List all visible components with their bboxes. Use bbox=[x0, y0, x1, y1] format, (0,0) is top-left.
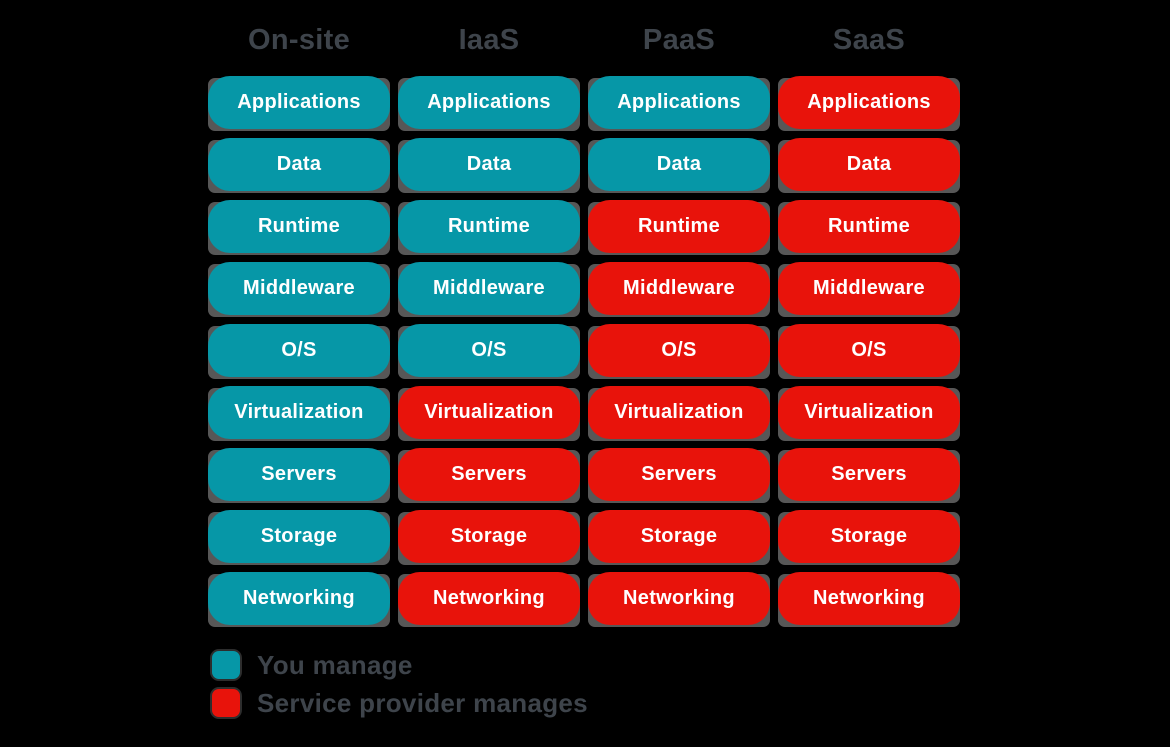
cell-paas-o-s: O/S bbox=[588, 324, 770, 379]
provider-manages-swatch bbox=[212, 689, 240, 717]
cell-saas-middleware: Middleware bbox=[778, 262, 960, 317]
cell-saas-virtualization: Virtualization bbox=[778, 386, 960, 441]
provider-manages-label: Service provider manages bbox=[257, 687, 588, 718]
cell-box-applications: Applications bbox=[588, 76, 770, 129]
cell-paas-servers: Servers bbox=[588, 448, 770, 503]
cell-saas-networking: Networking bbox=[778, 572, 960, 627]
cell-iaas-virtualization: Virtualization bbox=[398, 386, 580, 441]
column-header-on-site: On-site bbox=[248, 24, 350, 56]
cell-on-site-runtime: Runtime bbox=[208, 200, 390, 255]
cell-box-applications: Applications bbox=[398, 76, 580, 129]
cell-box-virtualization: Virtualization bbox=[588, 386, 770, 439]
cell-paas-runtime: Runtime bbox=[588, 200, 770, 255]
cell-on-site-applications: Applications bbox=[208, 76, 390, 131]
cell-box-storage: Storage bbox=[398, 510, 580, 563]
cell-box-applications: Applications bbox=[778, 76, 960, 129]
cell-paas-applications: Applications bbox=[588, 76, 770, 131]
cell-box-middleware: Middleware bbox=[588, 262, 770, 315]
cell-iaas-o-s: O/S bbox=[398, 324, 580, 379]
cell-box-runtime: Runtime bbox=[778, 200, 960, 253]
column-header-saas: SaaS bbox=[832, 24, 906, 56]
column-header-paas: PaaS bbox=[642, 24, 716, 56]
cell-box-servers: Servers bbox=[398, 448, 580, 501]
cell-paas-storage: Storage bbox=[588, 510, 770, 565]
cell-box-storage: Storage bbox=[208, 510, 390, 563]
cell-box-networking: Networking bbox=[778, 572, 960, 625]
cell-box-middleware: Middleware bbox=[398, 262, 580, 315]
cell-paas-networking: Networking bbox=[588, 572, 770, 627]
cell-box-servers: Servers bbox=[778, 448, 960, 501]
cell-box-data: Data bbox=[588, 138, 770, 191]
cell-box-servers: Servers bbox=[208, 448, 390, 501]
cell-box-networking: Networking bbox=[208, 572, 390, 625]
column-headers: On-site IaaS PaaS SaaS bbox=[208, 22, 960, 58]
cell-box-o-s: O/S bbox=[208, 324, 390, 377]
cell-iaas-networking: Networking bbox=[398, 572, 580, 627]
cell-paas-middleware: Middleware bbox=[588, 262, 770, 317]
cell-box-o-s: O/S bbox=[398, 324, 580, 377]
cell-on-site-data: Data bbox=[208, 138, 390, 193]
legend: You manage Service provider manages bbox=[212, 649, 588, 718]
cell-on-site-networking: Networking bbox=[208, 572, 390, 627]
cell-box-servers: Servers bbox=[588, 448, 770, 501]
cell-paas-data: Data bbox=[588, 138, 770, 193]
cell-box-virtualization: Virtualization bbox=[778, 386, 960, 439]
cell-box-runtime: Runtime bbox=[398, 200, 580, 253]
cell-box-virtualization: Virtualization bbox=[208, 386, 390, 439]
cell-on-site-storage: Storage bbox=[208, 510, 390, 565]
cell-box-storage: Storage bbox=[588, 510, 770, 563]
cell-on-site-middleware: Middleware bbox=[208, 262, 390, 317]
cell-box-networking: Networking bbox=[588, 572, 770, 625]
cell-saas-data: Data bbox=[778, 138, 960, 193]
cell-iaas-storage: Storage bbox=[398, 510, 580, 565]
legend-item-you-manage: You manage bbox=[212, 649, 588, 680]
cell-box-networking: Networking bbox=[398, 572, 580, 625]
cell-saas-o-s: O/S bbox=[778, 324, 960, 379]
cell-box-runtime: Runtime bbox=[588, 200, 770, 253]
cell-box-o-s: O/S bbox=[588, 324, 770, 377]
cell-box-data: Data bbox=[398, 138, 580, 191]
cell-on-site-servers: Servers bbox=[208, 448, 390, 503]
column-header-iaas: IaaS bbox=[458, 24, 520, 56]
cell-iaas-servers: Servers bbox=[398, 448, 580, 503]
cell-box-o-s: O/S bbox=[778, 324, 960, 377]
cell-box-applications: Applications bbox=[208, 76, 390, 129]
cell-iaas-middleware: Middleware bbox=[398, 262, 580, 317]
cell-iaas-runtime: Runtime bbox=[398, 200, 580, 255]
cell-paas-virtualization: Virtualization bbox=[588, 386, 770, 441]
cell-box-storage: Storage bbox=[778, 510, 960, 563]
you-manage-label: You manage bbox=[257, 649, 413, 680]
cell-box-data: Data bbox=[208, 138, 390, 191]
cell-saas-storage: Storage bbox=[778, 510, 960, 565]
cell-saas-servers: Servers bbox=[778, 448, 960, 503]
cell-box-data: Data bbox=[778, 138, 960, 191]
cell-box-middleware: Middleware bbox=[208, 262, 390, 315]
cell-iaas-data: Data bbox=[398, 138, 580, 193]
cell-iaas-applications: Applications bbox=[398, 76, 580, 131]
cell-box-virtualization: Virtualization bbox=[398, 386, 580, 439]
cell-saas-runtime: Runtime bbox=[778, 200, 960, 255]
cell-on-site-virtualization: Virtualization bbox=[208, 386, 390, 441]
cell-saas-applications: Applications bbox=[778, 76, 960, 131]
cell-box-runtime: Runtime bbox=[208, 200, 390, 253]
cell-on-site-o-s: O/S bbox=[208, 324, 390, 379]
legend-item-provider-manages: Service provider manages bbox=[212, 687, 588, 718]
you-manage-swatch bbox=[212, 651, 240, 679]
cell-box-middleware: Middleware bbox=[778, 262, 960, 315]
